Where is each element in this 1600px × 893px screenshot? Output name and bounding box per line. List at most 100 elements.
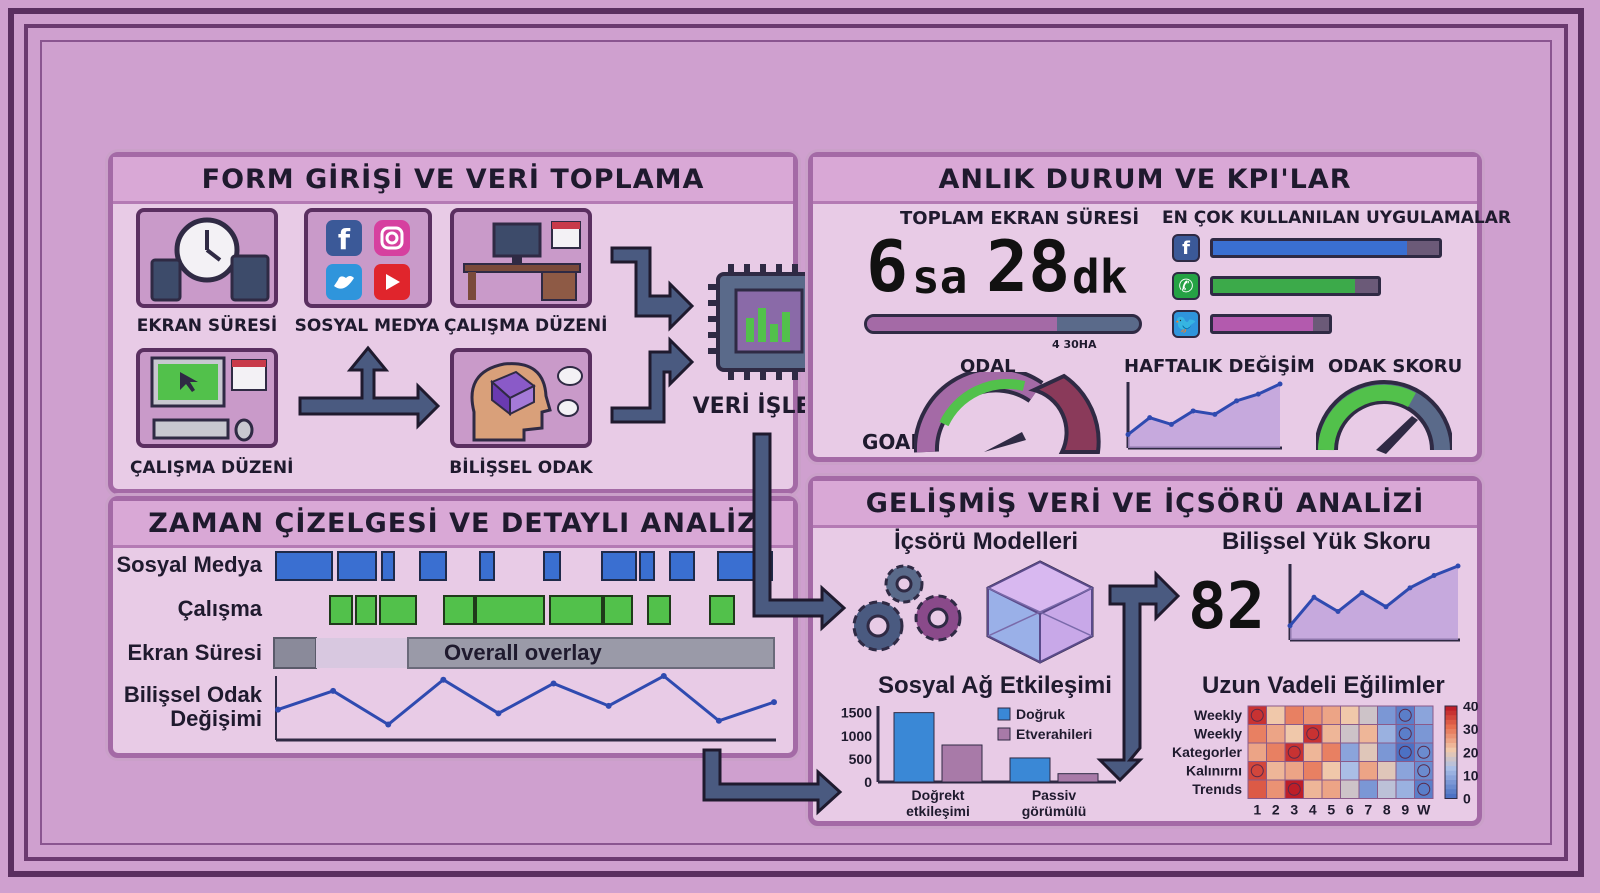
heatmap-cell xyxy=(1377,705,1397,725)
goal-label: GOAL xyxy=(862,430,924,454)
heatmap-marker xyxy=(1250,708,1264,722)
colorbar-segment xyxy=(1445,775,1457,781)
facebook-icon: f xyxy=(1172,234,1200,262)
legend-label: Doğruk xyxy=(1016,706,1065,722)
colorbar-segment xyxy=(1445,784,1457,790)
colorbar-segment xyxy=(1445,719,1457,725)
heatmap-marker xyxy=(1417,764,1431,778)
heatmap-col-label: 1 xyxy=(1253,802,1261,818)
bar-0-0 xyxy=(893,712,935,783)
social-interaction-bar-chart: 150010005000DoğrektetkileşimiPassivgörüm… xyxy=(841,705,1116,819)
app-usage-bar-fill xyxy=(1213,241,1408,255)
colorbar-segment xyxy=(1445,752,1457,758)
colorbar-segment xyxy=(1445,733,1457,739)
heatmap-marker xyxy=(1287,745,1301,759)
heatmap-cell xyxy=(1358,742,1378,762)
advanced-panel-title: GELİŞMİŞ VERİ VE İÇSÖRÜ ANALİZİ xyxy=(813,481,1477,528)
heatmap-row-label: Kategorler xyxy=(1172,744,1243,760)
heatmap-cell xyxy=(1321,779,1341,799)
facebook-icon xyxy=(326,220,362,256)
heatmap-col-label: 8 xyxy=(1383,802,1391,818)
kpi-panel: ANLIK DURUM VE KPI'LAR xyxy=(808,152,1482,462)
colorbar-segment xyxy=(1445,789,1457,795)
form-flow-arrows xyxy=(298,246,695,430)
bar-1-0 xyxy=(1009,757,1051,783)
heatmap-cell xyxy=(1395,761,1415,781)
cpu-chip-icon[interactable] xyxy=(706,262,832,382)
line-point xyxy=(1311,594,1317,600)
line-point xyxy=(1335,609,1341,615)
colorbar-segment xyxy=(1445,724,1457,730)
heatmap-marker xyxy=(1306,727,1320,741)
cognitive-line-point xyxy=(330,687,337,694)
focus-score-gauge xyxy=(1316,380,1452,454)
colorbar-segment xyxy=(1445,743,1457,749)
bar-category-label: Doğrekt xyxy=(912,787,965,803)
heatmap-cell xyxy=(1377,761,1397,781)
heatmap-cell xyxy=(1321,761,1341,781)
social-media-tile[interactable]: f xyxy=(304,208,432,308)
colorbar-segment xyxy=(1445,715,1457,721)
cognitive-load-score: 82 xyxy=(1188,570,1266,644)
colorbar-segment xyxy=(1445,729,1457,735)
cognitive-line-series xyxy=(277,674,775,727)
heatmap-col-label: 9 xyxy=(1401,802,1409,818)
line-point xyxy=(1431,572,1437,578)
gears-icon xyxy=(852,564,962,652)
colorbar-segment xyxy=(1445,747,1457,753)
heatmap-cell xyxy=(1321,742,1341,762)
cognitive-line-point xyxy=(495,710,502,717)
heatmap-cell xyxy=(1414,724,1434,744)
bar-1-1 xyxy=(1057,773,1099,783)
heatmap-cell xyxy=(1247,742,1267,762)
colorbar-segment xyxy=(1445,738,1457,744)
timeline-row-social-label: Sosyal Medya xyxy=(116,552,262,577)
heatmap-row-label: Weekly xyxy=(1194,707,1242,723)
heatmap-cell xyxy=(1395,779,1415,799)
line-point xyxy=(1190,408,1196,414)
work-pattern-top-label: ÇALIŞMA DÜZENİ xyxy=(444,316,608,336)
legend-swatch xyxy=(997,707,1011,721)
heatmap-cell xyxy=(1266,705,1286,725)
crystal-model-icon xyxy=(985,560,1095,664)
work-pattern-desk-tile[interactable] xyxy=(450,208,592,308)
line-point xyxy=(1147,415,1153,421)
insight-models-label: İçsörü Modelleri xyxy=(894,528,1079,555)
long-term-trends-label: Uzun Vadeli Eğilimler xyxy=(1202,672,1445,699)
heatmap-cell xyxy=(1266,724,1286,744)
heatmap-col-label: 3 xyxy=(1290,802,1298,818)
overall-overlay-label: Overall overlay xyxy=(444,640,602,665)
clock-devices-icon xyxy=(150,217,270,302)
heatmap-cell xyxy=(1377,742,1397,762)
heatmap-cell xyxy=(1340,742,1360,762)
form-panel-title: FORM GİRİŞİ VE VERİ TOPLAMA xyxy=(113,157,793,204)
bar-y-tick-label: 500 xyxy=(849,751,873,767)
colorbar-tick-label: 10 xyxy=(1463,767,1478,783)
heatmap-cell xyxy=(1358,724,1378,744)
heatmap-row-label: Weekly xyxy=(1194,726,1242,742)
colorbar-segment xyxy=(1445,761,1457,767)
cognitive-focus-line xyxy=(275,673,777,728)
inner-frame-line xyxy=(40,40,1552,845)
heatmap-cell xyxy=(1247,779,1267,799)
heatmap-col-label: 6 xyxy=(1346,802,1354,818)
work-pattern-computer-tile[interactable] xyxy=(136,348,278,448)
heatmap-cell xyxy=(1340,724,1360,744)
heatmap-cell xyxy=(1303,761,1323,781)
focus-score-label: ODAK SKORU xyxy=(1328,356,1463,377)
svg-text:f: f xyxy=(338,223,351,256)
screen-time-block xyxy=(316,638,408,668)
screen-time-tile[interactable] xyxy=(136,208,278,308)
weekly-change-chart xyxy=(1125,381,1283,450)
cognitive-focus-tile[interactable] xyxy=(450,348,592,448)
work-pattern-bottom-label: ÇALIŞMA DÜZENİ xyxy=(130,458,294,478)
heatmap-marker xyxy=(1398,745,1412,759)
app-usage-bar xyxy=(1210,314,1332,334)
screen-time-block xyxy=(273,637,317,669)
work-blocks xyxy=(329,595,735,625)
twitter-icon: 🐦 xyxy=(1172,310,1200,338)
cognitive-line-point xyxy=(605,702,612,709)
colorbar-tick-label: 40 xyxy=(1463,702,1478,714)
heatmap-marker xyxy=(1417,782,1431,796)
